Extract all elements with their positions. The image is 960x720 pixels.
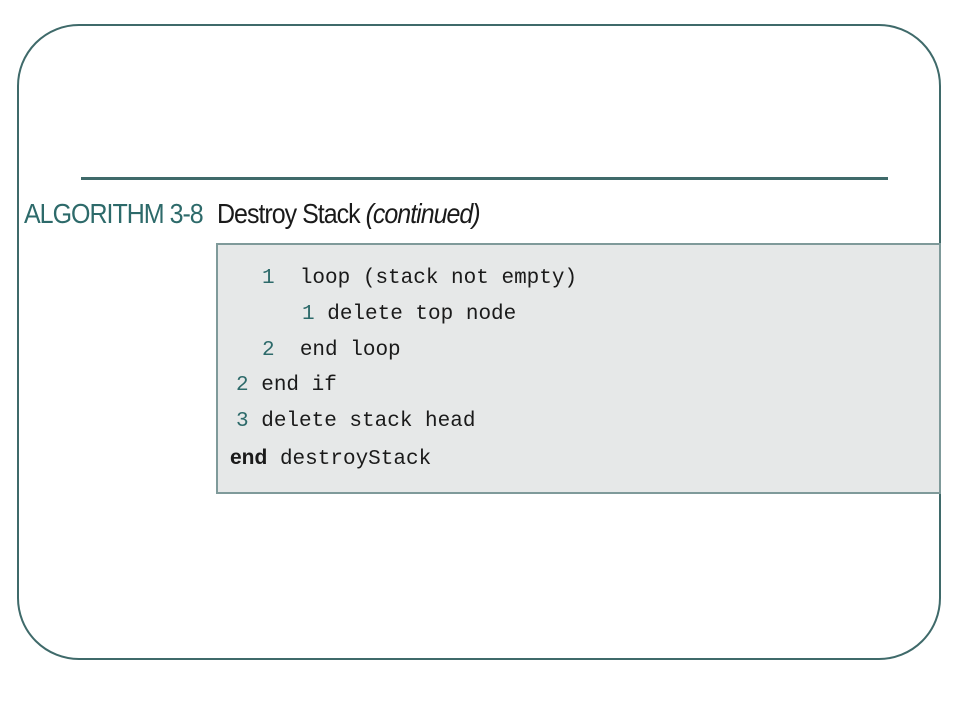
algorithm-title-text: Destroy Stack: [217, 198, 361, 230]
line-number: 3: [236, 410, 249, 433]
algorithm-title-suffix: (continued): [365, 198, 481, 230]
code-line: 2 end loop: [262, 338, 401, 364]
algorithm-label: ALGORITHM 3-8: [24, 198, 204, 230]
code-text: end loop: [299, 339, 401, 362]
code-line: 2 end if: [236, 373, 337, 399]
line-number: 2: [262, 339, 275, 362]
code-line: end destroyStack: [230, 445, 431, 473]
code-line: 1 loop (stack not empty): [262, 266, 577, 292]
code-text: destroyStack: [279, 448, 432, 471]
line-number: 1: [302, 303, 315, 326]
end-keyword: end: [230, 446, 268, 469]
code-text: delete top node: [327, 303, 517, 326]
title-divider: [81, 177, 888, 180]
algorithm-title: Destroy Stack (continued): [217, 194, 481, 234]
code-line: 1 delete top node: [302, 302, 516, 328]
pseudocode-box: 1 loop (stack not empty) 1 delete top no…: [216, 243, 941, 494]
line-number: 1: [262, 267, 275, 290]
code-text: loop (stack not empty): [299, 267, 578, 290]
code-text: delete stack head: [261, 410, 476, 433]
line-number: 2: [236, 374, 249, 397]
code-text: end if: [261, 374, 337, 397]
code-line: 3 delete stack head: [236, 409, 475, 435]
